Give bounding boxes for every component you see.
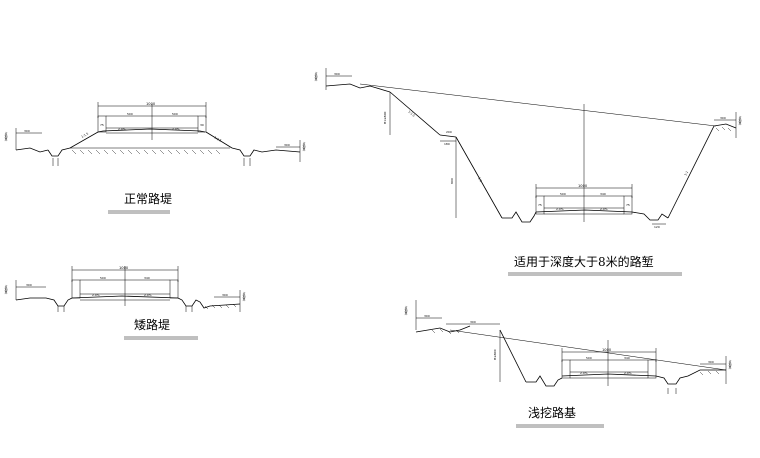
- offset-left2-label: 300: [470, 320, 476, 324]
- half-right-label: 500: [172, 112, 178, 116]
- offset-right-label: 300: [720, 116, 726, 120]
- crossfall-right-label: 2.0%: [144, 293, 152, 297]
- title-deep-cut: 适用于深度大于8米的路堑: [514, 254, 654, 269]
- boundary-right-label: 占地界: [242, 291, 246, 302]
- half-left-label: 500: [560, 192, 566, 196]
- total-width-label: 1000: [578, 184, 588, 188]
- slope-right-label: 1:1: [683, 170, 689, 176]
- offset-right-label: 300: [708, 360, 714, 364]
- boundary-right-label: 占地界: [738, 115, 742, 126]
- slope-upper-label: 1:1.5: [407, 110, 416, 118]
- half-right-label: 340: [600, 192, 606, 196]
- slope-left-label: 1:1.5: [81, 132, 90, 139]
- crossfall-left-label: 2.0%: [118, 127, 126, 131]
- platform-label: 200: [446, 130, 452, 134]
- title-low-embankment: 矮路堤: [134, 317, 170, 332]
- offset-right-label: 300: [284, 143, 290, 147]
- shoulder-label: 75: [100, 123, 104, 127]
- total-width-label: 1000: [119, 266, 129, 270]
- low-embankment-section: 占地界 300 1000 500 340 2.0% 2.0% 300 占地界 矮…: [4, 266, 246, 340]
- height-lower-label: 800: [450, 178, 454, 184]
- ditch-width-label: 120: [654, 225, 660, 229]
- shoulder-label: 75: [626, 203, 630, 207]
- total-width-label: 1000: [602, 348, 612, 352]
- crossfall-left-label: 2.0%: [556, 207, 564, 211]
- half-left-label: 500: [127, 112, 133, 116]
- offset-left-label: 300: [26, 283, 32, 287]
- normal-embankment-section: 占地界 300 1:1.5 1000 500 500 2.0% 2.0%: [4, 102, 306, 214]
- boundary-left-label: 占地界: [4, 131, 8, 142]
- boundary-left-label: 占地界: [4, 284, 8, 295]
- boundary-left-label: 占地界: [314, 71, 318, 82]
- boundary-left-label: 占地界: [404, 305, 408, 316]
- shallow-cut-section: 占地界 300 300 H≤800 1000 500 340 2.0% 2.0%: [404, 300, 732, 428]
- offset-left-label: 300: [334, 72, 340, 76]
- crossfall-left-label: 2.0%: [92, 293, 100, 297]
- title-shallow-cut: 浅挖路基: [528, 405, 576, 420]
- offset-right-label: 300: [222, 293, 228, 297]
- title-normal-embankment: 正常路堤: [124, 191, 172, 206]
- total-width-label: 1000: [146, 102, 156, 106]
- slope-lower-label: 1:1: [477, 177, 483, 183]
- boundary-right-label: 占地界: [302, 141, 306, 152]
- height-upper-label: H1≤800: [383, 112, 387, 124]
- half-right-label: 340: [624, 356, 630, 360]
- half-left-label: 500: [100, 276, 106, 280]
- offset-left-label: 300: [24, 129, 30, 133]
- crossfall-right-label: 2.0%: [624, 371, 632, 375]
- deep-cut-section: 占地界 300 1:1.5 H1≤800 200 180 1:1 800: [314, 68, 742, 276]
- shoulder-labels: 75 30 75 75: [100, 123, 630, 207]
- boundary-right-label: 占地界: [728, 359, 732, 370]
- height-label: H≤800: [493, 349, 497, 360]
- half-left-label: 500: [586, 356, 592, 360]
- shoulder-label: 30: [200, 123, 204, 127]
- shoulder-label: 75: [538, 203, 542, 207]
- offset-left-label: 300: [424, 314, 430, 318]
- platform-width-label: 180: [444, 142, 450, 146]
- half-right-label: 340: [144, 276, 150, 280]
- crossfall-right-label: 2.0%: [172, 127, 180, 131]
- slope-right-label: 1:1.5: [214, 135, 223, 142]
- crossfall-left-label: 2.0%: [580, 371, 588, 375]
- crossfall-right-label: 2.0%: [600, 207, 608, 211]
